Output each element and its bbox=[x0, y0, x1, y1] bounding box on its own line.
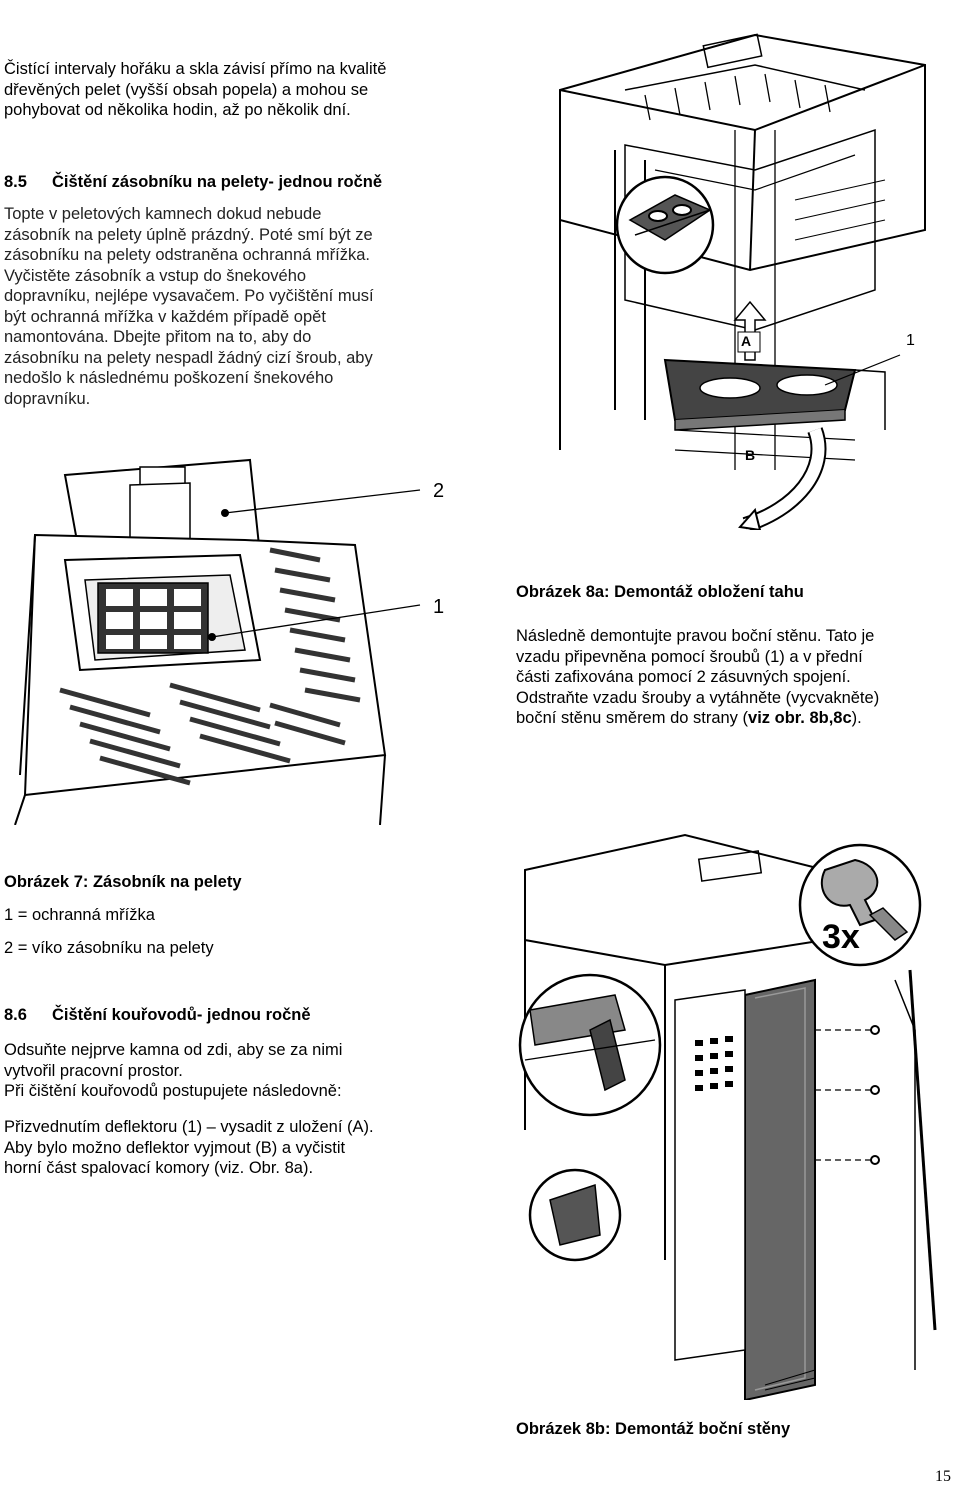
pellet-hopper-drawing bbox=[14, 458, 421, 825]
section-8-6-paragraph-1: Odsuňte nejprve kamna od zdi, aby se za … bbox=[4, 1040, 484, 1102]
figure-8b-caption: Obrázek 8b: Demontáž boční stěny bbox=[516, 1420, 791, 1438]
fig8a-callout-1: 1 bbox=[906, 332, 915, 349]
section-8-6-heading: 8.6 Čištění kouřovodů- jednou ročně bbox=[4, 1006, 311, 1025]
figure-8a-illustration bbox=[555, 30, 955, 530]
text-line: dopravníku, nejlépe vysavačem. Po vyčišt… bbox=[4, 287, 374, 305]
text-line: Přizvednutím deflektoru (1) – vysadit z … bbox=[4, 1118, 374, 1136]
text-line: boční stěnu směrem do strany (viz obr. 8… bbox=[516, 708, 956, 729]
text-line: vytvořil pracovní prostor. bbox=[4, 1061, 183, 1080]
text-line: Čistící intervaly hořáku a skla závisí p… bbox=[4, 60, 387, 78]
section-title: Čištění zásobníku na pelety- jednou ročn… bbox=[52, 173, 383, 191]
text-line: horní část spalovací komory (viz. Obr. 8… bbox=[4, 1159, 314, 1177]
text-line: zásobníku na pelety nespadl žádný cizí š… bbox=[4, 348, 373, 367]
text-line: pohybovat od několika hodin, až po někol… bbox=[4, 101, 351, 119]
fig7-callout-2: 2 bbox=[433, 480, 445, 502]
deflector-drawing bbox=[559, 33, 926, 530]
text-line: Následně demontujte pravou boční stěnu. … bbox=[516, 627, 875, 645]
text-line: Vyčistěte zásobník a vstup do šnekového bbox=[4, 266, 307, 285]
text-line: nedošlo k následnému poškození šnekového bbox=[4, 369, 334, 387]
figure-7-legend: 1 = ochranná mřížka 2 = víko zásobníku n… bbox=[4, 905, 214, 958]
section-number: 8.6 bbox=[4, 1006, 27, 1024]
figure-8a-caption: Obrázek 8a: Demontáž obložení tahu bbox=[516, 583, 804, 601]
text-line: části zafixována pomocí 2 zásuvných spoj… bbox=[516, 668, 851, 686]
text-segment: boční stěnu směrem do strany ( bbox=[516, 709, 749, 727]
text-line: dřevěných pelet (vyšší obsah popela) a m… bbox=[4, 80, 369, 99]
text-line: dopravníku. bbox=[4, 389, 91, 408]
figure-8b-illustration bbox=[515, 830, 955, 1400]
figure-reference: viz obr. 8b,8c bbox=[748, 709, 852, 727]
section-number: 8.5 bbox=[4, 173, 27, 191]
section-8-6-paragraph-2: Přizvednutím deflektoru (1) – vysadit z … bbox=[4, 1117, 484, 1179]
text-line: zásobníku na pelety odstraněna ochranná … bbox=[4, 246, 370, 264]
text-line: Topte v peletových kamnech dokud nebude bbox=[4, 205, 322, 223]
legend-item: 2 = víko zásobníku na pelety bbox=[4, 938, 214, 957]
legend-item: 1 = ochranná mřížka bbox=[4, 906, 155, 924]
page-number: 15 bbox=[935, 1468, 951, 1485]
fig8a-label-a: A bbox=[741, 333, 752, 349]
section-8-5-heading: 8.5 Čištění zásobníku na pelety- jednou r… bbox=[4, 173, 382, 192]
figure-7-caption: Obrázek 7: Zásobník na pelety bbox=[4, 873, 242, 891]
figure-7-illustration bbox=[0, 455, 470, 825]
fig8b-quantity: 3x bbox=[822, 918, 860, 956]
fig7-callout-1: 1 bbox=[433, 596, 445, 618]
text-line: namontována. Dbejte přitom na to, aby do bbox=[4, 328, 312, 346]
text-line: Aby bylo možno deflektor vyjmout (B) a v… bbox=[4, 1138, 346, 1157]
side-wall-drawing bbox=[518, 833, 937, 1400]
section-title: Čištění kouřovodů- jednou ročně bbox=[52, 1006, 311, 1024]
text-line: zásobník na pelety úplně prázdný. Poté s… bbox=[4, 225, 373, 244]
text-line: být ochranná mřížka v každém případě opě… bbox=[4, 307, 326, 326]
text-line: Při čištění kouřovodů postupujete násled… bbox=[4, 1082, 342, 1100]
figure-8a-text: Následně demontujte pravou boční stěnu. … bbox=[516, 626, 956, 729]
text-line: vzadu připevněna pomocí šroubů (1) a v p… bbox=[516, 647, 863, 666]
intro-paragraph: Čistící intervaly hořáku a skla závisí p… bbox=[4, 59, 524, 121]
text-line: Odstraňte vzadu šrouby a vytáhněte (vycv… bbox=[516, 688, 880, 707]
fig8a-label-b: B bbox=[745, 447, 756, 463]
text-segment: ). bbox=[851, 709, 862, 727]
text-line: Odsuňte nejprve kamna od zdi, aby se za … bbox=[4, 1041, 343, 1059]
section-8-5-paragraph: Topte v peletových kamnech dokud nebude … bbox=[4, 204, 524, 409]
